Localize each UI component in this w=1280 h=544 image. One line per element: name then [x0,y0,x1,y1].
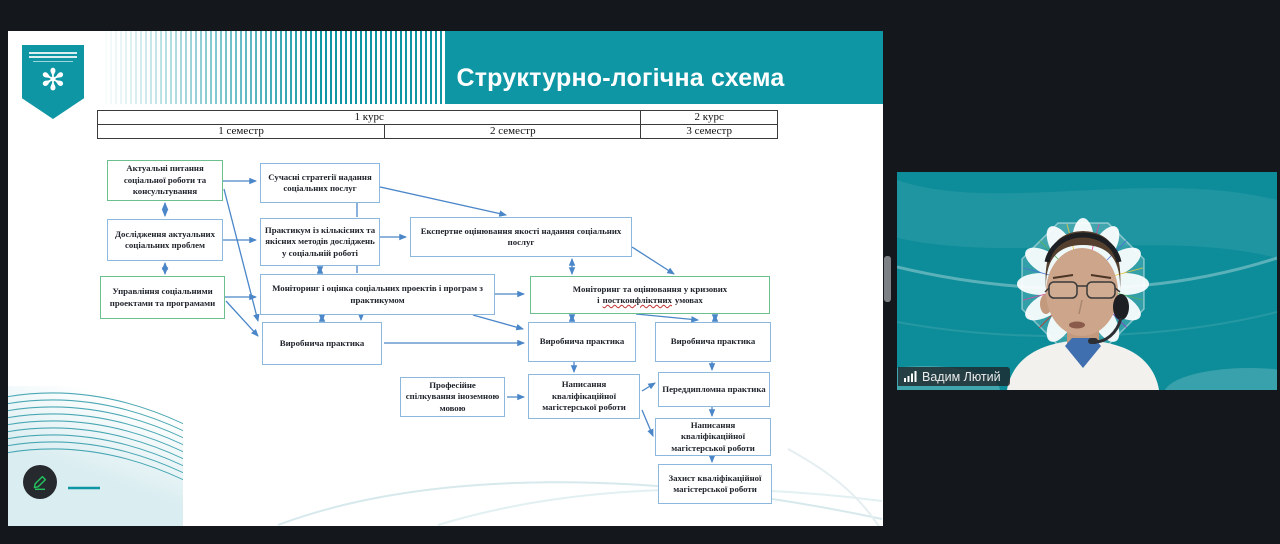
participant-video[interactable]: Вадим Лютий [897,172,1277,390]
flowchart-box: Сучасні стратегії надання соціальних пос… [260,163,380,203]
participant-name-tag: Вадим Лютий [898,367,1010,386]
flowchart-box: Управління соціальними проектами та прог… [100,276,225,319]
box-text: Моніторинг та оцінювання у кризових і [572,283,728,305]
semester-2-cell: 2 семестр [384,125,640,138]
scrollbar-thumb[interactable] [884,256,891,302]
title-band-solid [445,31,883,104]
logo-flower-icon: ✻ [40,64,66,97]
course-2-cell: 2 курс [640,111,777,124]
flowchart-box: Експертне оцінювання якості надання соці… [410,217,632,257]
presenter-figure [1007,231,1159,390]
flowchart-box: Переддипломна практика [658,372,770,407]
flowchart-box: Професійне спілкування іноземною мовою [400,377,505,417]
flowchart-box: Практикум із кількісних та якісних метод… [260,218,380,266]
slide-corner-decor [8,386,183,526]
box-text-underlined: постконфліктних [602,295,672,305]
shared-slide: Структурно-логічна схема ✻ 1 курс 2 курс… [8,31,883,526]
participant-name: Вадим Лютий [922,369,1001,384]
semester-table: 1 курс 2 курс 1 семестр 2 семестр 3 семе… [97,110,778,139]
pencil-icon [33,475,47,490]
flowchart-box: Написання кваліфікаційної магістерської … [655,418,771,456]
flowchart-box: Виробнича практика [655,322,771,362]
flowchart-box: Виробнича практика [262,322,382,365]
semester-3-cell: 3 семестр [640,125,777,138]
box-text: умовах [674,295,703,305]
course-1-cell: 1 курс [354,111,384,123]
flowchart-box: Дослідження актуальних соціальних пробле… [107,219,223,261]
title-band-stripes [100,31,445,104]
flowchart-box: Актуальні питання соціальної роботи та к… [107,160,223,201]
flowchart-box: Захист кваліфікаційної магістерської роб… [658,464,772,504]
flowchart-box: Виробнича практика [528,322,636,362]
semester-1-cell: 1 семестр [218,125,264,137]
university-logo: ✻ [22,45,84,119]
slide-title: Структурно-логічна схема [456,64,785,92]
signal-bars-icon [904,371,917,382]
annotate-button[interactable] [23,465,57,499]
presenter-portrait [897,172,1277,390]
title-band: Структурно-логічна схема [8,31,883,104]
flowchart-box: Моніторинг і оцінка соціальних проектів … [260,274,495,315]
flowchart-box: Написання кваліфікаційної магістерської … [528,374,640,419]
